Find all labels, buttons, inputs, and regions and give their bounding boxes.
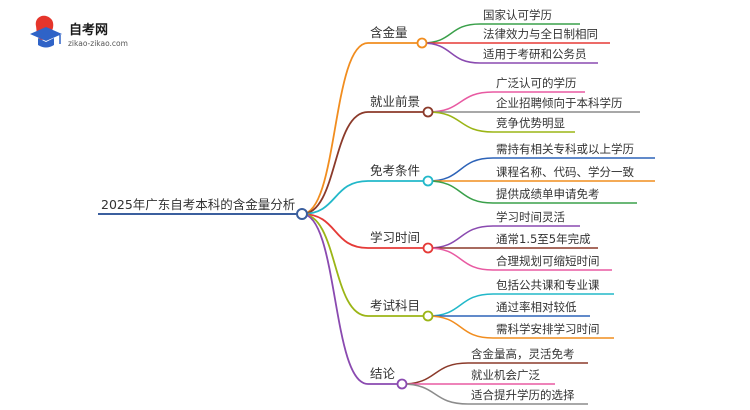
leaf-node[interactable]: 适合提升学历的选择 xyxy=(468,388,588,405)
leaf-label: 包括公共课和专业课 xyxy=(496,278,600,292)
leaf-node[interactable]: 需科学安排学习时间 xyxy=(493,322,614,339)
leaf-label: 合理规划可缩短时间 xyxy=(496,254,600,268)
leaf-node[interactable]: 通过率相对较低 xyxy=(493,300,590,317)
leaf-label: 需持有相关专科或以上学历 xyxy=(496,142,634,156)
leaf-label: 广泛认可的学历 xyxy=(496,76,577,90)
branch-label: 免考条件 xyxy=(370,163,420,178)
branch-to-leaf-edge xyxy=(427,91,494,113)
leaf-node[interactable]: 通常1.5至5年完成 xyxy=(493,232,598,249)
brand-name: 自考网 xyxy=(69,22,108,38)
leaf-label: 需科学安排学习时间 xyxy=(496,322,600,336)
root-to-branch-edge xyxy=(301,213,369,385)
branch-label: 考试科目 xyxy=(370,298,420,313)
branch-connector-dot xyxy=(422,106,434,118)
leaf-label: 适用于考研和公务员 xyxy=(483,47,587,61)
leaf-node[interactable]: 需持有相关专科或以上学历 xyxy=(493,142,655,159)
branch-to-leaf-edge xyxy=(427,293,494,317)
root-to-branch-edge xyxy=(301,213,369,249)
branch-node[interactable]: 结论 xyxy=(368,366,408,390)
leaf-label: 竞争优势明显 xyxy=(496,116,565,130)
root-node[interactable]: 2025年广东自考本科的含金量分析 xyxy=(98,197,308,220)
leaf-label: 通常1.5至5年完成 xyxy=(496,232,591,246)
leaf-label: 课程名称、代码、学分一致 xyxy=(496,165,634,179)
leaf-node[interactable]: 含金量高，灵活免考 xyxy=(468,347,588,364)
leaf-node[interactable]: 合理规划可缩短时间 xyxy=(493,254,612,271)
branch-label: 学习时间 xyxy=(370,230,420,245)
leaf-node[interactable]: 提供成绩单申请免考 xyxy=(493,187,637,204)
leaf-node[interactable]: 包括公共课和专业课 xyxy=(493,278,614,295)
root-to-branch-edge xyxy=(301,213,369,317)
branch-to-leaf-edge xyxy=(427,157,494,182)
brand-url: zikao-zikao.com xyxy=(68,39,128,48)
leaf-node[interactable]: 法律效力与全日制相同 xyxy=(480,27,610,44)
leaf-label: 国家认可学历 xyxy=(483,8,552,22)
leaf-node[interactable]: 适用于考研和公务员 xyxy=(480,47,598,64)
leaf-node[interactable]: 竞争优势明显 xyxy=(493,116,575,133)
leaf-label: 就业机会广泛 xyxy=(471,368,540,382)
root-to-branch-edge xyxy=(301,111,369,215)
branch-to-leaf-edge xyxy=(427,315,494,339)
branch-to-leaf-edge xyxy=(427,111,494,133)
branch-to-leaf-edge xyxy=(427,225,494,249)
branch-to-leaf-edge xyxy=(401,383,469,405)
leaf-node[interactable]: 国家认可学历 xyxy=(480,8,580,25)
branch-connector-dot xyxy=(422,242,434,254)
branch-node[interactable]: 含金量 xyxy=(368,25,428,49)
leaf-label: 适合提升学历的选择 xyxy=(471,388,575,402)
branch-connector-dot xyxy=(416,37,428,49)
branch-connector-dot xyxy=(422,175,434,187)
branch-label: 结论 xyxy=(370,366,396,381)
graduation-cap-icon xyxy=(30,15,62,48)
branch-node[interactable]: 学习时间 xyxy=(368,230,434,254)
branch-connector-dot xyxy=(396,378,408,390)
brand-logo[interactable]: 自考网 zikao-zikao.com xyxy=(30,15,128,48)
leaf-label: 法律效力与全日制相同 xyxy=(483,27,598,41)
leaf-label: 企业招聘倾向于本科学历 xyxy=(496,96,623,110)
branch-to-leaf-edge xyxy=(427,247,494,271)
branch-to-leaf-edge xyxy=(427,180,494,204)
root-to-branch-edge xyxy=(301,180,369,215)
branch-connector-dot xyxy=(422,310,434,322)
leaf-label: 提供成绩单申请免考 xyxy=(496,187,600,201)
branch-to-leaf-edge xyxy=(401,362,469,385)
leaf-node[interactable]: 企业招聘倾向于本科学历 xyxy=(493,96,640,113)
leaf-label: 含金量高，灵活免考 xyxy=(471,347,575,361)
branch-label: 就业前景 xyxy=(370,94,420,109)
branch-label: 含金量 xyxy=(370,25,408,40)
leaf-label: 通过率相对较低 xyxy=(496,300,577,314)
root-label: 2025年广东自考本科的含金量分析 xyxy=(101,197,295,212)
leaf-node[interactable]: 学习时间灵活 xyxy=(493,210,580,227)
connector-lines xyxy=(301,23,494,405)
leaf-node[interactable]: 课程名称、代码、学分一致 xyxy=(493,165,655,182)
root-connector-dot xyxy=(296,208,308,220)
leaf-node[interactable]: 广泛认可的学历 xyxy=(493,76,585,93)
leaf-label: 学习时间灵活 xyxy=(496,210,565,224)
branch-to-leaf-edge xyxy=(421,42,481,64)
branch-node[interactable]: 考试科目 xyxy=(368,298,434,322)
leaf-node[interactable]: 就业机会广泛 xyxy=(468,368,555,385)
root-to-branch-edge xyxy=(301,42,369,215)
branch-node[interactable]: 就业前景 xyxy=(368,94,434,118)
branch-node[interactable]: 免考条件 xyxy=(368,163,434,187)
branch-to-leaf-edge xyxy=(421,23,481,44)
